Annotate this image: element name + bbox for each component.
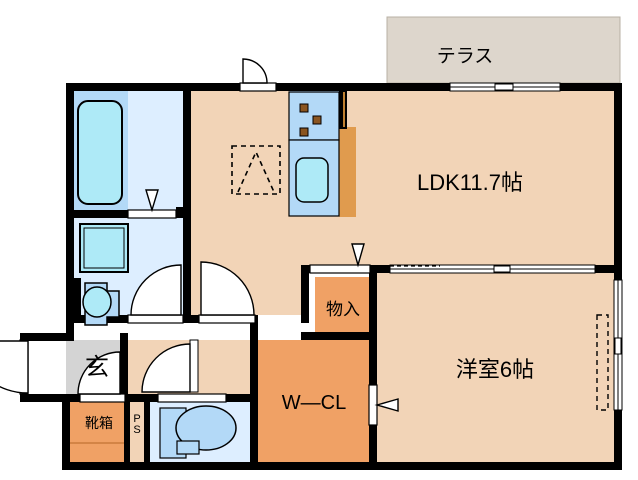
room-label-shoe-cabinet: 靴箱	[85, 415, 113, 431]
western-room-window-east	[613, 279, 623, 411]
monoire-door	[309, 243, 371, 274]
room-label-pipe-shaft: P S	[133, 413, 141, 436]
room-label-ldk: LDK11.7帖	[417, 170, 523, 195]
monoire-fill	[315, 277, 370, 337]
western-room-window-north	[389, 264, 596, 274]
kitchen-sink	[288, 139, 340, 217]
room-label-monoire: 物入	[326, 300, 360, 319]
wcl-door	[368, 384, 399, 426]
loft-storage-symbol	[231, 145, 281, 195]
room-label-western-room: 洋室6帖	[455, 357, 535, 382]
shoe-cabinet-fill	[70, 400, 128, 462]
bathtub	[77, 100, 123, 205]
wcl-fill	[258, 340, 370, 462]
hallway-right-door	[141, 339, 199, 393]
terrace-window	[449, 82, 561, 92]
gas-stove	[288, 91, 340, 141]
genkan-hall-door	[77, 351, 126, 403]
washing-machine	[79, 223, 129, 273]
toilet-door	[157, 393, 227, 403]
washroom-door	[127, 264, 184, 324]
pipe-shaft-fill	[130, 400, 148, 462]
refrigerator-space	[339, 127, 356, 217]
curtain-symbol	[596, 314, 609, 411]
room-label-wcl: W—CL	[281, 392, 347, 414]
room-label-terrace: テラス	[436, 46, 494, 67]
terrace-area	[386, 16, 621, 84]
entrance-door	[0, 339, 29, 395]
closet-fills	[70, 127, 370, 462]
hallway-ldk-door	[198, 261, 256, 324]
ldk-back-door	[239, 58, 277, 92]
room-label-entrance: 玄	[85, 354, 109, 381]
bathroom-door	[127, 189, 177, 219]
wash-basin	[82, 282, 120, 326]
toilet-bowl	[159, 405, 237, 459]
